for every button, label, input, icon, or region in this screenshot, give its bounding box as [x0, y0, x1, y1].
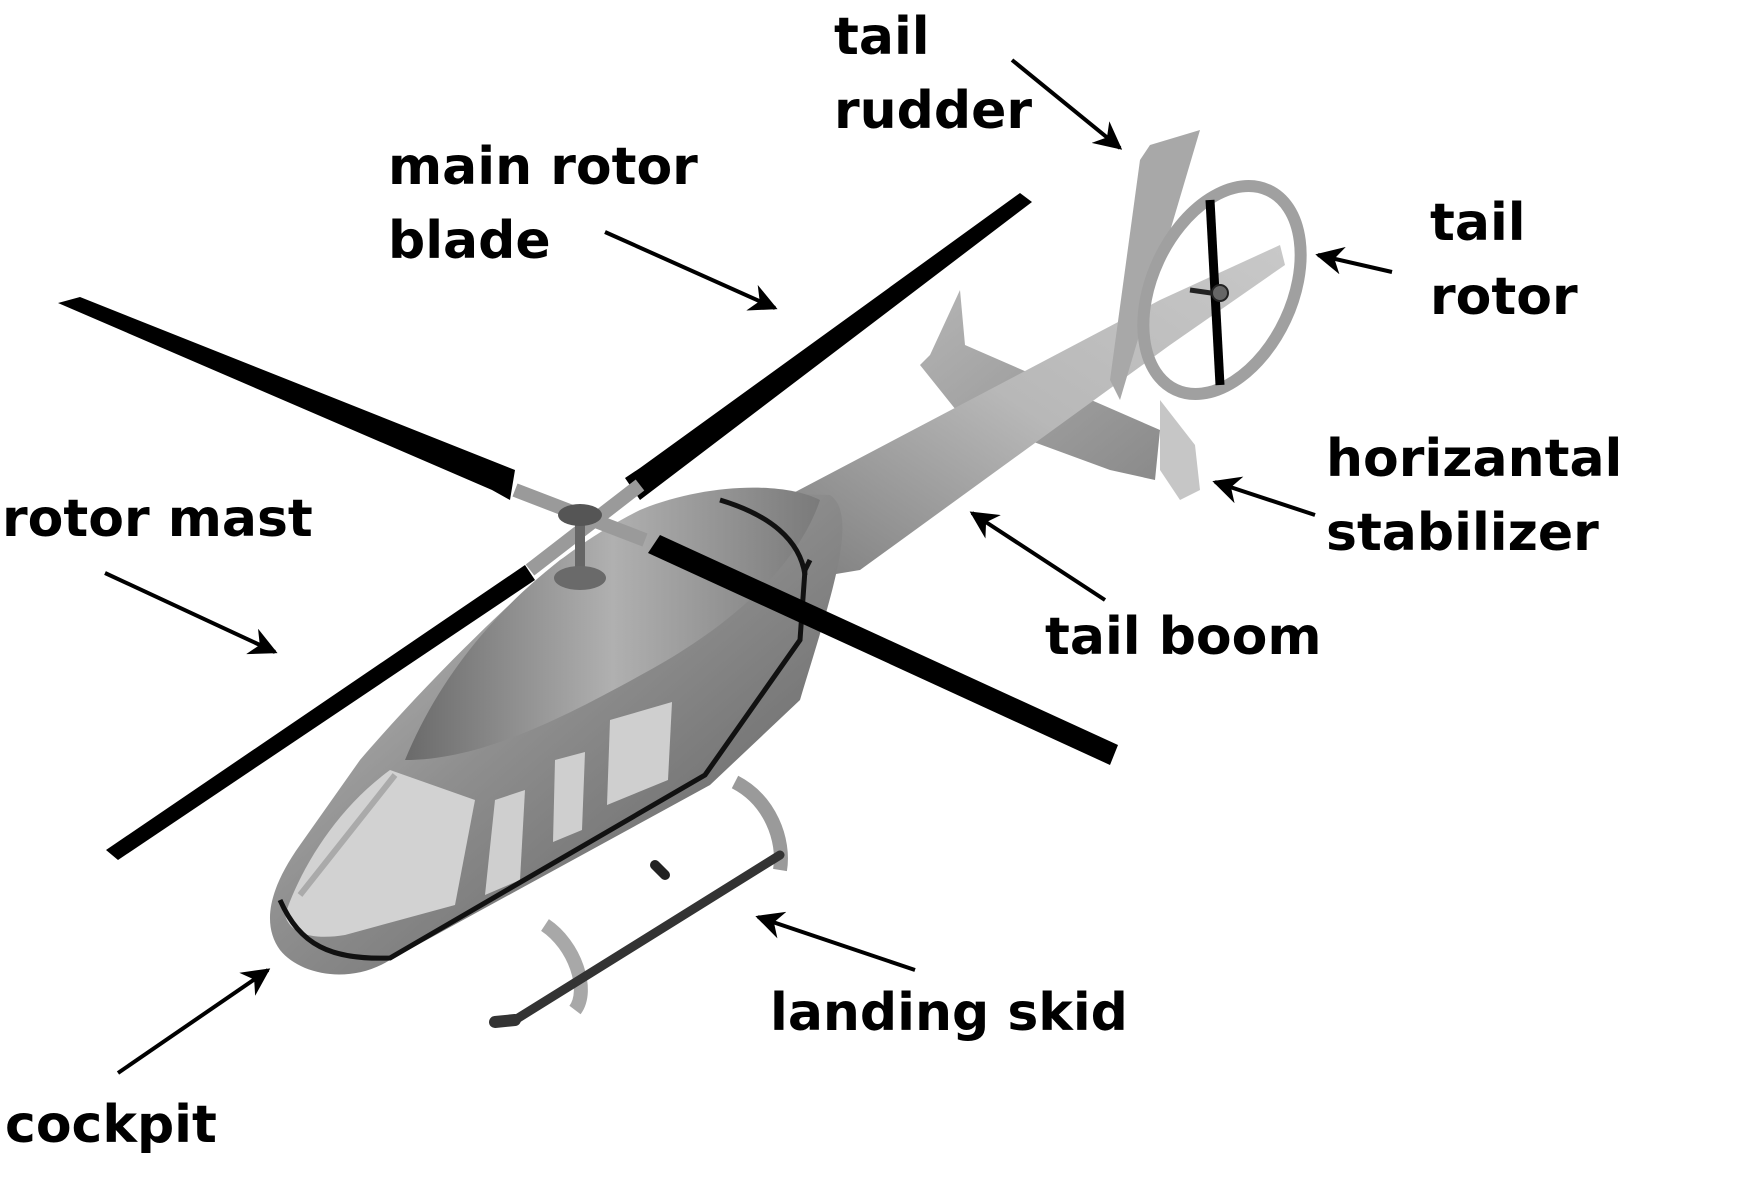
- pointer-arrows: [104, 58, 1393, 1075]
- arrow-main-rotor-blade: [604, 230, 778, 311]
- arrow-tail-boom: [969, 511, 1107, 602]
- label-tail-rotor: tail rotor: [1430, 193, 1578, 327]
- arrow-cockpit: [116, 968, 271, 1075]
- arrow-tail-rudder: [1010, 58, 1123, 150]
- rotor-blade: [648, 535, 1118, 765]
- rotor-blade: [58, 297, 515, 500]
- arrow-horizontal-stabilizer: [1212, 476, 1316, 517]
- arrow-rotor-mast: [104, 571, 278, 655]
- side-window: [485, 790, 525, 895]
- tail-boom-shape: [780, 245, 1285, 580]
- label-landing-skid: landing skid: [770, 983, 1128, 1043]
- landing-skid-gear: [489, 775, 788, 1028]
- main-rotor: [58, 193, 1118, 860]
- fuselage: [269, 487, 843, 975]
- side-window: [553, 752, 585, 842]
- label-cockpit: cockpit: [5, 1095, 217, 1155]
- label-horizontal-stabilizer: horizantal stabilizer: [1326, 429, 1623, 563]
- label-rotor-mast: rotor mast: [2, 489, 313, 549]
- tail-rotor-shape: [1137, 180, 1307, 400]
- side-window: [607, 702, 672, 805]
- cockpit-windshield: [285, 770, 475, 937]
- label-main-rotor-blade: main rotor blade: [388, 137, 698, 271]
- rotor-blade: [106, 565, 535, 860]
- arrow-tail-rotor: [1315, 246, 1393, 275]
- arrow-landing-skid: [755, 911, 916, 972]
- label-tail-boom: tail boom: [1045, 607, 1322, 667]
- rotor-blade: [625, 193, 1032, 500]
- label-tail-rudder: tail rudder: [834, 7, 1033, 141]
